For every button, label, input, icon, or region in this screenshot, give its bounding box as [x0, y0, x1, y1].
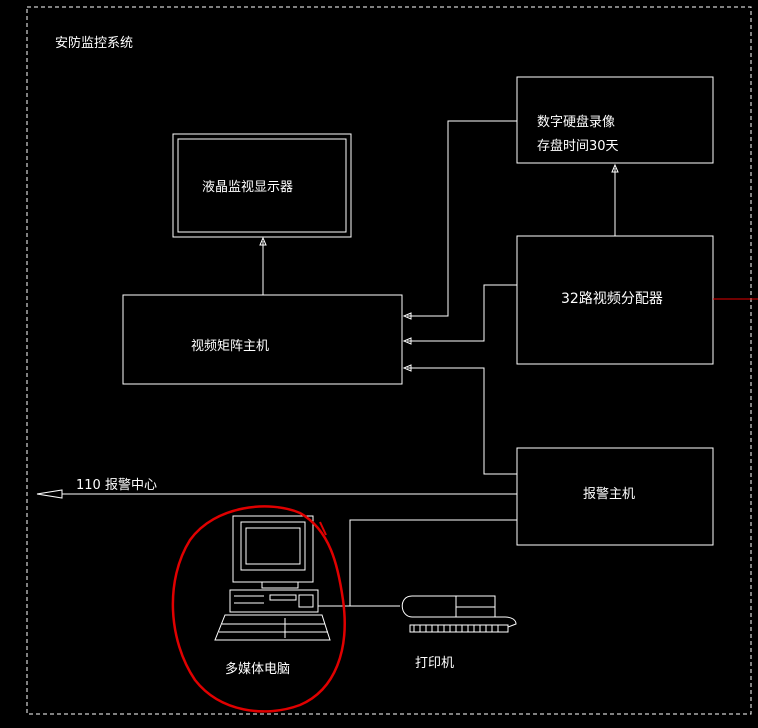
arrow-to-dvr — [611, 163, 619, 173]
wire-distributor-matrix — [407, 284, 517, 342]
diagram-title: 安防监控系统 — [55, 35, 133, 51]
computer-icon — [214, 515, 331, 641]
alarm-host-label: 报警主机 — [583, 486, 635, 502]
monitor-label: 液晶监视显示器 — [202, 180, 293, 195]
arrow-to-110 — [36, 489, 63, 499]
dvr-box — [516, 76, 714, 164]
pc-label: 多媒体电脑 — [225, 661, 290, 677]
highlight-circle — [171, 505, 346, 713]
arrow-distributor-matrix — [402, 337, 412, 345]
printer-label: 打印机 — [415, 656, 454, 671]
arrow-to-monitor — [259, 236, 267, 246]
alarm-host-box — [516, 447, 714, 546]
arrow-dvr-matrix — [402, 312, 412, 320]
wire-dvr-matrix — [407, 120, 517, 317]
wire-alarm-matrix — [407, 367, 517, 475]
printer-icon — [401, 595, 517, 633]
outer-dashed-border — [26, 6, 752, 715]
wire-alarm-pc — [318, 519, 517, 607]
dvr-label-line2: 存盘时间30天 — [537, 138, 619, 154]
alarm-center-label: 110 报警中心 — [76, 477, 157, 493]
monitor-box-outer — [172, 133, 352, 238]
highlight-circle-tail — [319, 521, 327, 536]
dvr-label-line1: 数字硬盘录像 — [537, 114, 615, 130]
arrow-alarm-matrix — [402, 364, 412, 372]
distributor-label: 32路视频分配器 — [561, 291, 663, 307]
matrix-label: 视频矩阵主机 — [191, 339, 269, 354]
monitor-box-inner — [177, 138, 347, 233]
